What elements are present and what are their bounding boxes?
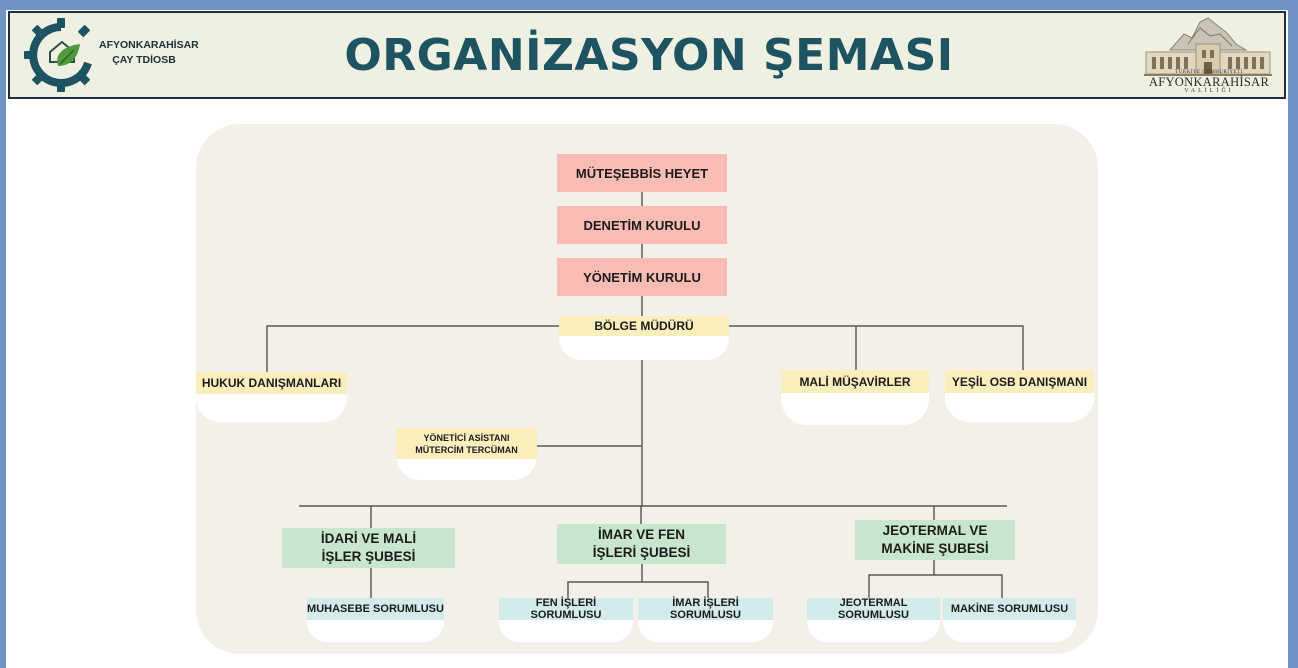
zoning-works-label: İMAR İŞLERİ SORUMLUSU	[638, 597, 773, 621]
green-osb-advisor-label: YEŞİL OSB DANIŞMANI	[945, 370, 1094, 393]
gear-leaf-logo-icon	[24, 18, 92, 92]
assistant-label-line2: MÜTERCİM TERCÜMAN	[415, 444, 518, 455]
organization-name-line2: ÇAY TDİOSB	[112, 54, 176, 66]
accounting-label: MUHASEBE SORUMLUSU	[307, 598, 444, 620]
geothermal-label: JEOTERMAL SORUMLUSU	[807, 597, 940, 621]
assistant-label: YÖNETİCİ ASİSTANI MÜTERCİM TERCÜMAN	[396, 428, 537, 459]
board-box: MÜTEŞEBBİS HEYET	[557, 154, 727, 192]
zoning-technical-dept: İMAR VE FEN İŞLERİ ŞUBESİ	[557, 524, 726, 564]
audit-board-box: DENETİM KURULU	[557, 206, 727, 244]
geothermal-machinery-dept: JEOTERMAL VE MAKİNE ŞUBESİ	[855, 520, 1015, 560]
legal-advisors-label: HUKUK DANIŞMANLARI	[196, 372, 347, 394]
header-bar	[8, 11, 1286, 99]
governorship-line3: VALİLİĞİ	[1184, 88, 1234, 94]
management-board-box: YÖNETİM KURULU	[557, 258, 727, 296]
page-title: ORGANİZASYON ŞEMASI	[344, 30, 954, 81]
organization-name: AFYONKARAHİSAR ÇAY TDİOSB	[99, 38, 199, 68]
director-label: BÖLGE MÜDÜRÜ	[559, 316, 729, 336]
admin-finance-dept: İDARİ VE MALİ İŞLER ŞUBESİ	[282, 528, 455, 568]
organization-name-line1: AFYONKARAHİSAR	[99, 39, 199, 51]
technical-works-label: FEN İŞLERİ SORUMLUSU	[499, 597, 633, 621]
governorship-line2: AFYONKARAHİSAR	[1148, 75, 1270, 89]
finance-advisors-label: MALİ MÜŞAVİRLER	[781, 370, 929, 393]
assistant-label-line1: YÖNETİCİ ASİSTANI	[423, 432, 510, 443]
governorship-building-logo-icon	[1144, 17, 1272, 76]
machinery-label: MAKİNE SORUMLUSU	[943, 598, 1076, 620]
governorship-line1: TÜRKİYE CUMHURİYETİ	[1175, 70, 1243, 75]
